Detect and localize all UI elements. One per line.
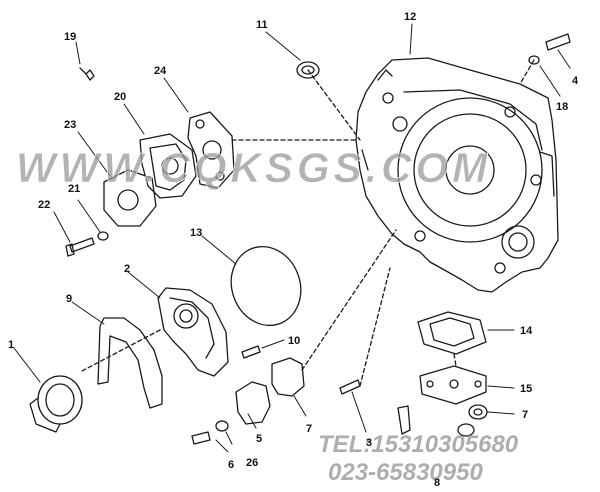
cover-20 [139, 133, 197, 199]
gasket-23 [103, 169, 157, 227]
washer-21 [97, 231, 109, 241]
callout-5: 5 [256, 433, 262, 445]
callout-23: 23 [64, 119, 76, 131]
callout-22: 22 [38, 199, 50, 211]
gasket-14 [417, 311, 487, 355]
callout-21: 21 [68, 183, 80, 195]
gasket-9 [97, 317, 163, 409]
callout-8: 8 [434, 477, 440, 489]
callout-18: 18 [556, 101, 568, 113]
bolt-22 [65, 237, 95, 257]
callout-24: 24 [154, 65, 167, 77]
callout-26: 26 [246, 457, 258, 469]
callout-4: 4 [572, 75, 579, 87]
callout-6: 6 [228, 459, 234, 471]
callout-20: 20 [114, 91, 126, 103]
cover-plate-15 [419, 365, 487, 405]
cover-plate-8 [271, 357, 305, 397]
gasket-24 [187, 111, 235, 189]
oil-seal-1 [29, 375, 83, 433]
screw-10 [241, 345, 261, 359]
callout-9: 9 [66, 293, 72, 305]
fitting-lower [397, 405, 475, 437]
rear-cover-2 [157, 287, 229, 377]
watermark-phone: TEL:15310305680 [318, 431, 519, 458]
o-ring-13 [230, 246, 302, 326]
watermark-site: WWW.CQKSGS.COM [16, 144, 491, 192]
seal-washer-11 [296, 61, 320, 79]
washer-26 [215, 420, 229, 432]
washer-18 [528, 55, 540, 65]
callout-15: 15 [520, 383, 532, 395]
callout-7-left: 7 [306, 423, 312, 435]
callout-10: 10 [288, 335, 300, 347]
callout-11: 11 [256, 19, 268, 31]
cover-plate-5 [235, 381, 271, 425]
callout-7-right: 7 [522, 409, 528, 421]
watermark-phone2: 023-65830950 [328, 459, 483, 486]
callout-12: 12 [404, 11, 416, 23]
callout-3: 3 [366, 437, 372, 449]
callout-2: 2 [124, 263, 130, 275]
flywheel-housing [355, 57, 559, 293]
bolt-6 [191, 431, 211, 445]
callout-19: 19 [64, 31, 76, 43]
bolt-4 [545, 33, 571, 51]
callout-13: 13 [190, 227, 202, 239]
callout-1: 1 [8, 339, 14, 351]
dowel-3 [339, 379, 361, 395]
screw-19 [79, 67, 95, 81]
washer-7 [468, 404, 488, 420]
callout-14: 14 [520, 325, 533, 337]
